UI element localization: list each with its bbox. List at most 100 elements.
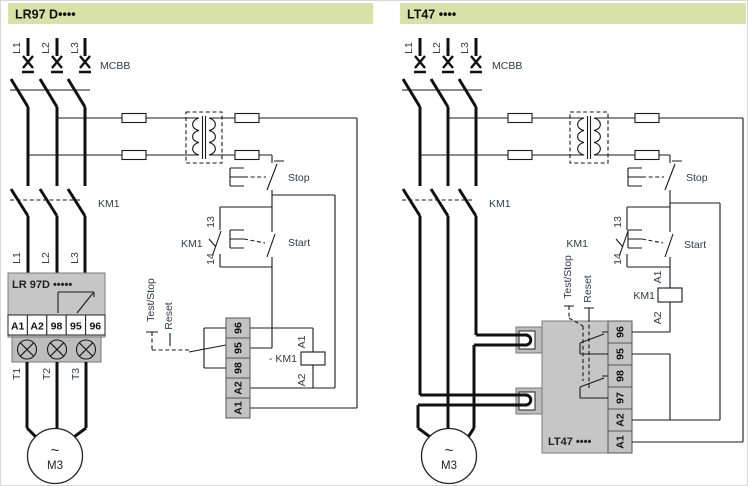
- phase-label-l1: L1: [403, 42, 415, 54]
- fuse-secondary-top: [634, 112, 660, 124]
- relay-input-label-l2: L2: [40, 252, 52, 264]
- terminal-text-a1: A1: [11, 321, 25, 333]
- output-label-t3: T3: [70, 368, 82, 380]
- phase-label-l3: L3: [459, 42, 471, 54]
- lr97d-relay-block: LR 97D ••••• A1 A2 98 95 96 T1 T2 T3: [7, 272, 106, 380]
- transformer-boundary-box: [185, 111, 223, 164]
- fuse-secondary-top: [234, 112, 260, 124]
- phase-label-l1: L1: [11, 42, 23, 54]
- strip-text-97: 97: [615, 392, 627, 404]
- lt47-contactor-section: KM1: [401, 188, 511, 217]
- motor-ac-symbol: ~: [445, 442, 454, 459]
- screw-terminal-icons: [16, 339, 97, 360]
- lr97d-control-circuit: Stop Start 13 14 KM1: [181, 118, 358, 408]
- terminal-text-96: 96: [89, 321, 101, 333]
- strip-text-96: 96: [233, 322, 245, 334]
- aux-contact-13: 13: [612, 216, 624, 228]
- lt47-supply-section: L1 L2 L3 MCBB: [401, 38, 522, 186]
- strip-text-98: 98: [233, 362, 245, 374]
- fuse-secondary-bottom: [634, 149, 660, 161]
- phase-label-l2: L2: [40, 42, 52, 54]
- lr97d-contactor-section: KM1 L1 L2 L3: [9, 188, 120, 273]
- contactor-label-km1: KM1: [489, 198, 511, 210]
- km1-coil-label: - KM1: [269, 353, 297, 365]
- motor-label: M3: [441, 460, 457, 472]
- terminal-cell-96: [85, 314, 106, 336]
- fuse-primary-bottom: [507, 149, 533, 161]
- lt47-strip-wiring: [632, 331, 743, 443]
- start-label: Start: [288, 237, 310, 249]
- terminal-text-98: 98: [51, 321, 63, 333]
- strip-cell-a1: [225, 397, 251, 419]
- lt47-panel-title: LT47 ••••: [407, 8, 456, 22]
- relay-input-label-l1: L1: [11, 252, 23, 264]
- motor-circle: [420, 427, 478, 485]
- lr97d-panel: LR97 D•••• L1 L2 L3 MCBB KM1 L1 L2 L3: [7, 3, 373, 485]
- lr97d-header-bar: [8, 3, 373, 24]
- lt47-relay-block: 96 95 98 97 A2 A1 LT47 •••• Test/Stop Re…: [515, 255, 633, 454]
- coil-terminal-a2: A2: [652, 311, 664, 324]
- relay-block-label: LR 97D •••••: [12, 279, 72, 291]
- coil-terminal-a1: A1: [652, 270, 664, 283]
- fuse-primary-top: [507, 112, 533, 124]
- motor-label: M3: [47, 460, 63, 472]
- strip-text-96: 96: [615, 326, 627, 338]
- terminal-text-a2: A2: [30, 321, 44, 333]
- aux-contact-13: 13: [205, 216, 217, 228]
- km1-coil: [300, 351, 326, 366]
- transformer-boundary-box: [569, 111, 609, 164]
- lr97d-motor-section: ~ M3: [25, 362, 88, 485]
- start-label: Start: [684, 239, 706, 251]
- relay-input-label-l3: L3: [69, 252, 81, 264]
- fuse-primary-bottom: [121, 149, 147, 161]
- coil-terminal-a1: A1: [296, 335, 308, 348]
- output-label-t2: T2: [41, 368, 53, 380]
- phase-label-l3: L3: [69, 42, 81, 54]
- reset-label: Reset: [582, 275, 594, 303]
- mcbb-label: MCBB: [492, 60, 522, 72]
- fuse-primary-top: [121, 112, 147, 124]
- aux-contact-14: 14: [205, 253, 217, 265]
- lr97d-panel-title: LR97 D••••: [15, 8, 76, 22]
- aux-contact-km1-label: KM1: [181, 238, 203, 250]
- terminal-text-95: 95: [70, 321, 82, 333]
- lt47-header-bar: [400, 3, 746, 24]
- strip-text-95: 95: [233, 342, 245, 354]
- fuse-secondary-bottom: [234, 149, 260, 161]
- stop-label: Stop: [288, 172, 310, 184]
- aux-contact-14: 14: [612, 253, 624, 265]
- strip-text-95: 95: [615, 348, 627, 360]
- relay-internal-contact-9798: [579, 375, 608, 399]
- lr97d-control-transformer: [28, 111, 357, 164]
- phase-label-l2: L2: [431, 42, 443, 54]
- motor-circle: [26, 427, 84, 485]
- lt47-motor-section: ~ M3: [416, 216, 533, 485]
- contactor-label-km1: KM1: [98, 198, 120, 210]
- aux-contact-km1-label: KM1: [566, 238, 588, 250]
- motor-ac-symbol: ~: [51, 442, 60, 459]
- relay-internal-contact: [57, 291, 95, 314]
- lt47-panel: LT47 •••• L1 L2 L3 MCBB KM1: [400, 3, 746, 485]
- lr97d-terminal-strip: 96 95 98 A2 A1 Test/Stop Reset - KM1 A1 …: [145, 278, 357, 419]
- output-label-t1: T1: [11, 368, 23, 380]
- relay-internal-contact-9596: [579, 331, 608, 355]
- lt47-control-transformer: [420, 111, 743, 164]
- km1-coil: [657, 287, 683, 303]
- reset-label: Reset: [163, 302, 175, 330]
- stop-label: Stop: [686, 172, 708, 184]
- lt47-control-circuit: Stop Start 13 14 KM1 KM1 A1 A2: [566, 118, 744, 442]
- test-stop-label: Test/Stop: [562, 255, 574, 299]
- test-stop-label: Test/Stop: [145, 278, 157, 322]
- lr97d-supply-section: L1 L2 L3 MCBB: [9, 38, 130, 186]
- relay-block-label: LT47 ••••: [548, 436, 591, 448]
- strip-text-a2: A2: [615, 413, 627, 427]
- km1-coil-label: KM1: [633, 290, 655, 302]
- strip-text-a2: A2: [233, 381, 245, 395]
- strip-text-a1: A1: [615, 435, 627, 449]
- strip-text-a1: A1: [233, 401, 245, 415]
- coil-terminal-a2: A2: [296, 373, 308, 386]
- mcbb-label: MCBB: [100, 60, 130, 72]
